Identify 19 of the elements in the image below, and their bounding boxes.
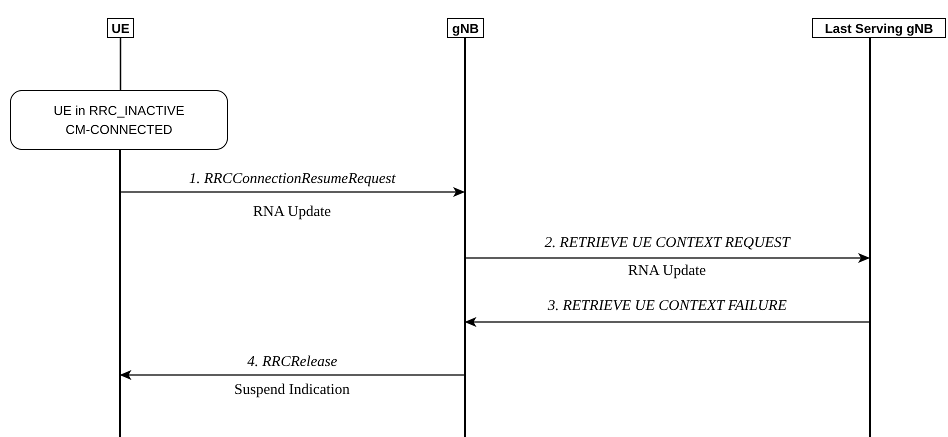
message-note: RNA Update [253, 203, 331, 221]
edge-label: 4. RRCRelease [247, 353, 338, 371]
lifeline [464, 38, 466, 437]
lifeline-segment [120, 38, 122, 90]
message-arrow [464, 317, 869, 327]
participant-box: UE [107, 18, 134, 38]
participant-box: Last Serving gNB [812, 18, 946, 38]
lifeline [119, 150, 120, 437]
message-arrow [120, 187, 465, 197]
message-arrow [466, 253, 870, 263]
state-box: UE in RRC_INACTIVE CM-CONNECTED [10, 90, 228, 150]
lifeline [869, 38, 870, 437]
participant-box: gNB [447, 18, 484, 38]
message-note: RNA Update [628, 262, 706, 280]
edge-label: 3. RETRIEVE UE CONTEXT FAILURE [548, 297, 787, 315]
edge-label: 1. RRCConnectionResumeRequest [188, 170, 396, 188]
message-arrow [120, 370, 464, 380]
edge-label: 2. RETRIEVE UE CONTEXT REQUEST [544, 234, 790, 252]
message-note: Suspend Indication [234, 381, 350, 399]
